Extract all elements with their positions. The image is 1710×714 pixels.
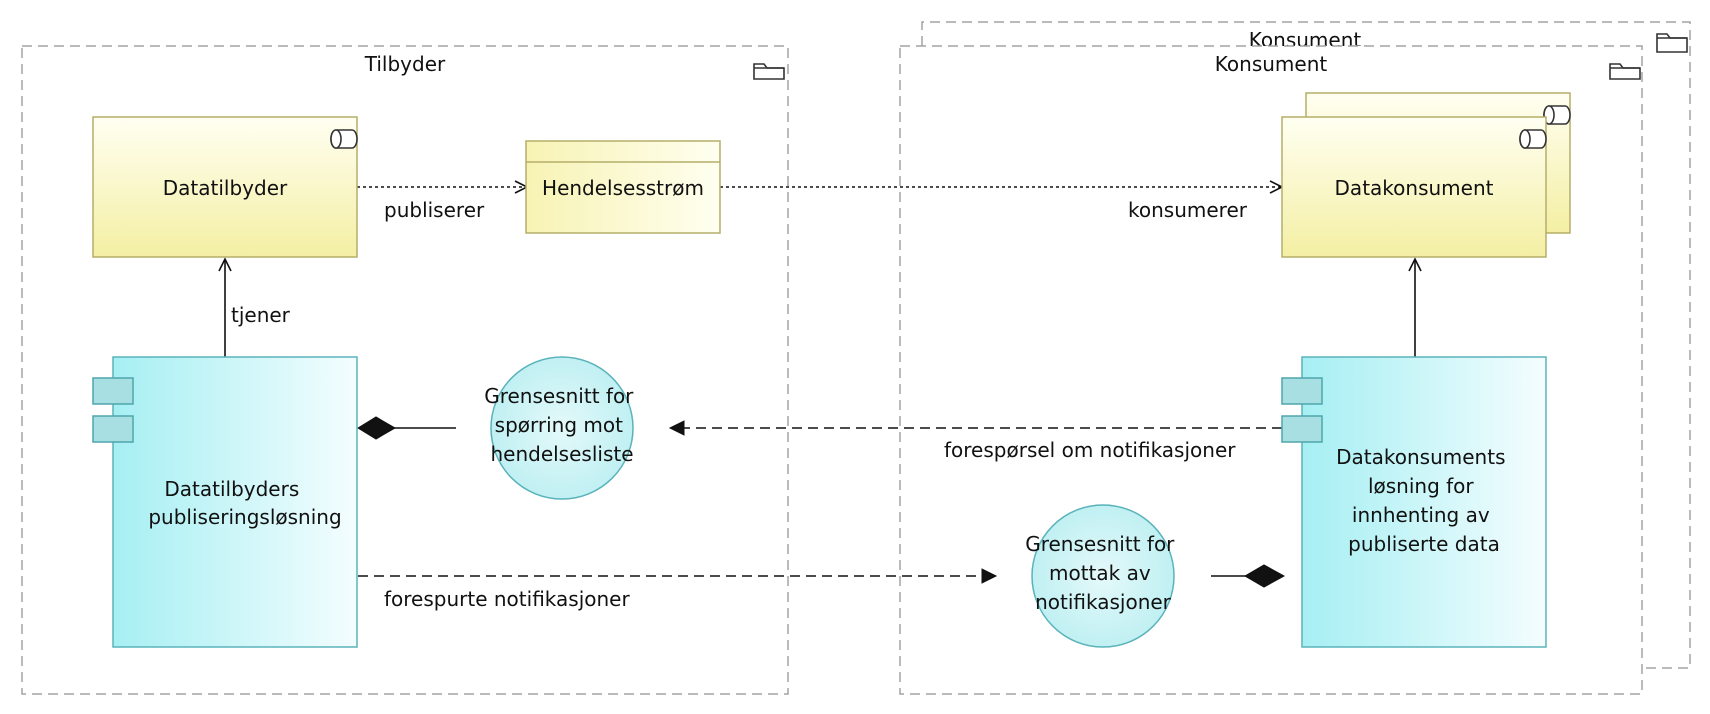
element-datatilbyder-label: Datatilbyder: [163, 176, 288, 200]
element-konsument-losning[interactable]: Datakonsuments løsning for innhenting av…: [1281, 356, 1547, 648]
label-line: publiseringsløsning: [148, 505, 341, 529]
label-line: løsning for: [1368, 474, 1474, 498]
label-line: publiserte data: [1348, 532, 1500, 556]
relation-konsumerer-label: konsumerer: [1128, 198, 1248, 222]
relation-composition-sporring[interactable]: [357, 416, 456, 440]
component-tab: [1281, 377, 1323, 405]
element-grensesnitt-sporring-label: Grensesnitt for spørring mot hendelsesli…: [484, 384, 640, 466]
element-datakonsument-label: Datakonsument: [1335, 176, 1494, 200]
business-role-icon: [1519, 129, 1547, 149]
element-publiseringslosning-label: Datatilbyders publiseringsløsning: [148, 477, 341, 529]
composition-diamond: [1244, 564, 1286, 588]
relation-forespurte[interactable]: forespurte notifikasjoner: [358, 568, 998, 611]
label-line: Grensesnitt for: [484, 384, 634, 408]
business-role-icon: [330, 129, 358, 149]
label-line: innhenting av: [1352, 503, 1490, 527]
relation-foresporsel[interactable]: forespørsel om notifikasjoner: [668, 420, 1282, 462]
element-datatilbyder[interactable]: Datatilbyder: [92, 116, 358, 258]
label-line: mottak av: [1049, 561, 1151, 585]
label-line: Grensesnitt for: [1025, 532, 1175, 556]
label-line: notifikasjoner: [1035, 590, 1172, 614]
label-line: Datatilbyders: [164, 477, 299, 501]
component-tab: [92, 377, 134, 405]
folder-icon: [1656, 33, 1688, 53]
label-line: Datakonsuments: [1336, 445, 1505, 469]
group-konsument-title: Konsument: [1215, 52, 1328, 76]
relation-tjener-label: tjener: [231, 303, 291, 327]
component-tab: [1281, 415, 1323, 443]
relation-tjener[interactable]: tjener: [218, 257, 291, 357]
component-tab: [92, 415, 134, 443]
element-grensesnitt-mottak-label: Grensesnitt for mottak av notifikasjoner: [1025, 532, 1181, 614]
relation-publiserer[interactable]: publiserer: [357, 180, 529, 222]
relation-publiserer-label: publiserer: [384, 198, 485, 222]
element-publiseringslosning[interactable]: Datatilbyders publiseringsløsning: [92, 356, 358, 648]
element-grensesnitt-mottak[interactable]: Grensesnitt for mottak av notifikasjoner: [1025, 504, 1181, 648]
relation-serves-datakonsument[interactable]: [1408, 257, 1422, 357]
folder-icon: [753, 63, 785, 80]
label-line: hendelsesliste: [490, 442, 633, 466]
relation-composition-mottak[interactable]: [1211, 564, 1286, 588]
composition-diamond: [357, 416, 396, 440]
element-konsument-losning-label: Datakonsuments løsning for innhenting av…: [1336, 445, 1512, 556]
relation-forespurte-label: forespurte notifikasjoner: [384, 587, 630, 611]
business-role-icon: [1543, 105, 1571, 125]
element-grensesnitt-sporring[interactable]: Grensesnitt for spørring mot hendelsesli…: [484, 356, 640, 500]
label-line: spørring mot: [495, 413, 623, 437]
element-hendelsesstrom-label: Hendelsesstrøm: [542, 176, 704, 200]
element-datakonsument[interactable]: Datakonsument: [1281, 92, 1571, 258]
group-tilbyder-title: Tilbyder: [364, 52, 446, 76]
folder-icon: [1609, 63, 1641, 80]
relation-foresporsel-label: forespørsel om notifikasjoner: [944, 438, 1236, 462]
element-hendelsesstrom[interactable]: Hendelsesstrøm: [525, 140, 721, 234]
